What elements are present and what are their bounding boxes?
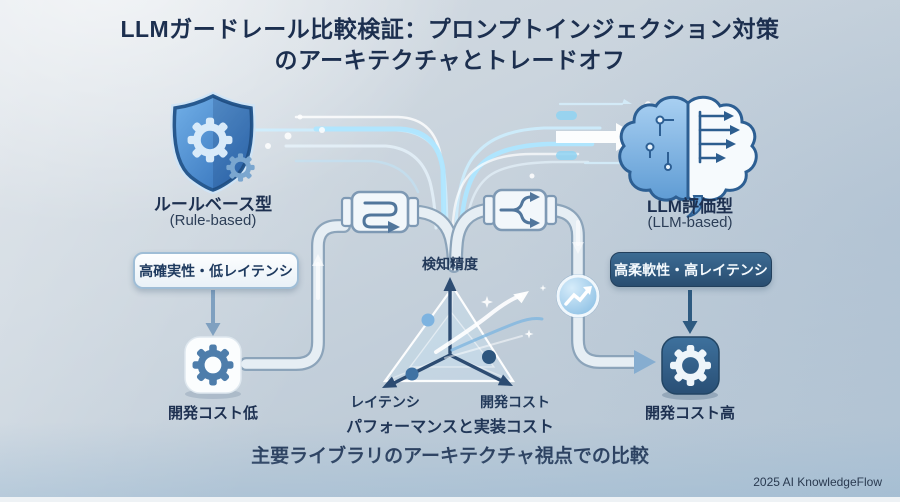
trend-arrow-badge-icon (556, 274, 600, 318)
right-flow-arrow-icon (556, 123, 640, 151)
swoosh-arrow (434, 291, 544, 359)
flow-splitter-connector-icon (482, 188, 558, 232)
radar-point-accuracy (421, 313, 435, 327)
radar-point-latency (405, 367, 419, 381)
right-approach-name: LLM評価型 (647, 197, 733, 216)
flow-filter-connector-icon (340, 190, 420, 234)
right-approach-name-en: (LLM-based) (647, 214, 733, 231)
radar-caption: パフォーマンスと実装コスト (346, 419, 554, 436)
sparkles (481, 284, 547, 339)
title-line-2: のアーキテクチャとトレードオフ (274, 47, 626, 73)
stream-packets (556, 111, 577, 160)
shield-gears-icon (170, 91, 254, 195)
credit-text: 2025 AI KnowledgeFlow (753, 475, 882, 489)
center-pipes (413, 203, 493, 273)
pipe-arrowhead (634, 350, 656, 374)
right-down-arrow (682, 290, 698, 334)
left-trait-badge: 高確実性・低レイテンシ (133, 252, 299, 289)
left-down-arrow (205, 290, 221, 336)
bottom-strip (0, 497, 900, 502)
left-cost-label: 開発コスト低 (167, 405, 259, 422)
footer-caption: 主要ライブラリのアーキテクチャ視点での比較 (251, 446, 649, 467)
right-cost-label: 開発コスト高 (644, 405, 736, 422)
radar-axis-accuracy: 検知精度 (422, 256, 478, 272)
left-pipe (239, 219, 351, 371)
left-cost-box (184, 336, 242, 399)
radar-axis-latency: レイテンシ (350, 394, 420, 410)
left-approach-name-en: (Rule-based) (169, 212, 257, 229)
page-title: LLMガードレール比較検証：プロンプトインジェクション対策 のアーキテクチャとト… (120, 14, 779, 76)
title-line-1: LLMガードレール比較検証：プロンプトインジェクション対策 (120, 16, 780, 42)
radar-point-devcost (482, 350, 496, 364)
right-pipe (545, 203, 656, 374)
radar-axis-devcost: 開発コスト (480, 394, 550, 410)
right-cost-box (661, 336, 720, 400)
right-trait-badge: 高柔軟性・高レイテンシ (610, 252, 772, 287)
left-approach-name: ルールベース型 (153, 195, 273, 214)
brain-circuit-icon (618, 95, 758, 218)
radar-chart (382, 277, 547, 388)
